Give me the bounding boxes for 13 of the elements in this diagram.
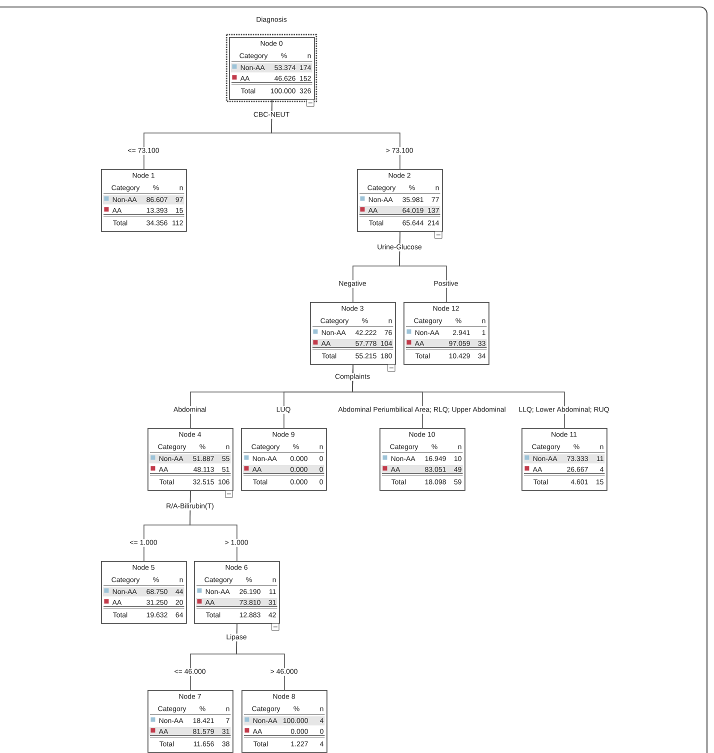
node-box (148, 690, 234, 753)
connector (352, 364, 565, 428)
node-box (101, 561, 187, 624)
connector (236, 624, 285, 690)
node-box (404, 302, 490, 365)
node-box (242, 690, 328, 753)
connector (271, 100, 400, 170)
node-box (522, 428, 608, 491)
node-box (241, 428, 327, 491)
node-box (101, 169, 187, 232)
node-box (380, 428, 466, 491)
connector (190, 490, 238, 562)
connector (399, 232, 447, 302)
